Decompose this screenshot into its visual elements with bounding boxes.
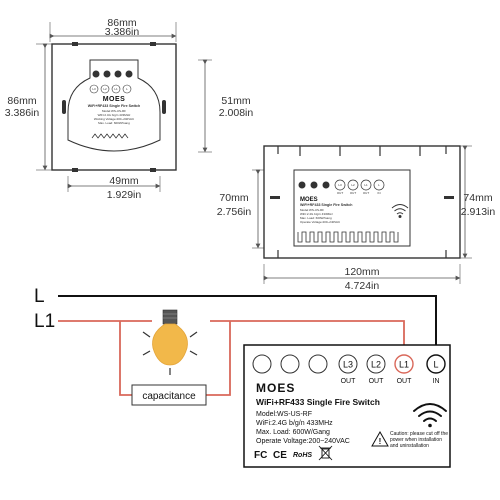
front-view: 86mm 3.386in 86mm 3.386in L3 xyxy=(5,17,254,201)
inner-height-in: 2.008in xyxy=(219,107,254,119)
front-terminal-l3: L3 xyxy=(92,87,96,91)
line-label: L xyxy=(34,286,45,307)
inner-height-mm: 51mm xyxy=(221,95,250,107)
front-width-mm: 86mm xyxy=(107,17,136,29)
side-inner-height-in: 2.756in xyxy=(217,206,252,218)
svg-text:!: ! xyxy=(379,437,382,446)
front-wifi: WiFi:2.4G b/g/n 433MHz xyxy=(98,113,131,117)
module-wifi: WiFi:2.4G b/g/n 433MHz xyxy=(256,420,333,427)
front-brand-logo: MOES xyxy=(103,96,126,103)
front-terminal-labels: L3 L2 L1 L xyxy=(89,84,132,94)
front-height-mm: 86mm xyxy=(7,95,36,107)
inner-width-mm: 49mm xyxy=(109,175,138,187)
module-brand-logo: MOES xyxy=(256,381,295,395)
front-product-title: WiFi+RF433 Single Fire Switch xyxy=(88,104,140,108)
side-screws xyxy=(298,181,330,189)
svg-text:OUT: OUT xyxy=(341,378,357,385)
front-voltage: Working Voltage:200~240VAC xyxy=(94,117,135,121)
svg-text:OUT: OUT xyxy=(337,191,344,195)
side-load: Max. Load: 600W/Gang xyxy=(300,216,332,220)
terminal-l1 xyxy=(394,354,414,374)
side-inner-height-mm: 70mm xyxy=(219,192,248,204)
capacitance-label: capacitance xyxy=(142,391,196,402)
side-wifi-icon xyxy=(391,204,409,218)
svg-text:L: L xyxy=(433,360,438,370)
terminal-l xyxy=(426,354,446,374)
front-height-in: 3.386in xyxy=(5,107,40,119)
svg-text:OUT: OUT xyxy=(397,378,413,385)
front-width-in: 3.386in xyxy=(105,26,140,38)
side-terminal-l: L xyxy=(378,183,380,187)
side-terminal-labels: L3 L2 L1 L OUT OUT OUT IN xyxy=(334,179,385,195)
caution-text: Caution: please cut off the power when i… xyxy=(390,431,448,449)
certification-logos: FC CE RoHS xyxy=(254,445,333,461)
inner-width-in: 1.929in xyxy=(107,189,142,201)
side-terminal-l1: L1 xyxy=(364,183,368,187)
terminal-l3 xyxy=(338,354,358,374)
front-terminal-l2: L2 xyxy=(103,87,107,91)
line-wire xyxy=(58,295,437,362)
side-vent-teeth xyxy=(297,231,399,243)
wifi-icon xyxy=(413,403,447,428)
svg-text:IN: IN xyxy=(433,378,440,385)
svg-text:OUT: OUT xyxy=(363,191,370,195)
side-width-mm: 120mm xyxy=(344,266,379,278)
side-wifi: WiFi:2.4G b/g/n 433MHz xyxy=(300,212,333,216)
bulb-icon xyxy=(142,309,210,375)
side-outer-height-mm: 74mm xyxy=(463,192,492,204)
front-terminal-screws xyxy=(92,70,133,78)
module-product-title: WiFi+RF433 Single Fire Switch xyxy=(256,397,380,407)
side-brand-logo: MOES xyxy=(300,197,318,203)
wiring-diagram: L L1 capacitance xyxy=(34,286,451,468)
caution-icon: ! xyxy=(371,430,389,447)
svg-text:L3: L3 xyxy=(343,360,353,370)
front-load: Max. Load: 600W/Gang xyxy=(98,121,130,125)
svg-text:OUT: OUT xyxy=(350,191,357,195)
side-terminal-l3: L3 xyxy=(338,183,342,187)
side-terminal-l2: L2 xyxy=(351,183,355,187)
front-terminal-l: L xyxy=(126,87,128,91)
front-terminal-l1: L1 xyxy=(114,87,118,91)
switch-module xyxy=(243,344,451,468)
front-model: Model:WS-US-RF xyxy=(102,109,126,113)
module-model: Model:WS-US-RF xyxy=(256,411,312,418)
svg-text:L2: L2 xyxy=(371,360,381,370)
capacitance-box xyxy=(131,384,207,406)
svg-text:OUT: OUT xyxy=(369,378,385,385)
side-product-title: WiFi+RF433 Single Fire Switch xyxy=(300,203,352,207)
rohs-logo: RoHS xyxy=(293,452,312,459)
side-view: 70mm 2.756in L3 L2 L1 L OUT OUT OUT xyxy=(217,145,496,292)
module-voltage: Operate Voltage:200~240VAC xyxy=(256,438,350,445)
fc-logo: FC xyxy=(254,450,267,461)
svg-text:IN: IN xyxy=(378,191,381,195)
svg-text:L1: L1 xyxy=(399,360,409,370)
recycle-bin-icon xyxy=(318,445,333,461)
side-voltage: Operate Voltage:200~240VAC xyxy=(300,220,341,224)
front-vent xyxy=(91,133,129,139)
module-load: Max. Load: 600W/Gang xyxy=(256,429,330,436)
side-outer-height-in: 2.913in xyxy=(461,206,496,218)
module-terminals: L3 L2 L1 L OUT OUT OUT IN xyxy=(252,354,446,385)
load-label: L1 xyxy=(34,311,55,332)
side-model: Model:WS-US-RF xyxy=(300,208,324,212)
side-width-in: 4.724in xyxy=(345,280,380,292)
front-module-body xyxy=(67,59,161,152)
ce-logo: CE xyxy=(273,450,287,461)
terminal-l2 xyxy=(366,354,386,374)
